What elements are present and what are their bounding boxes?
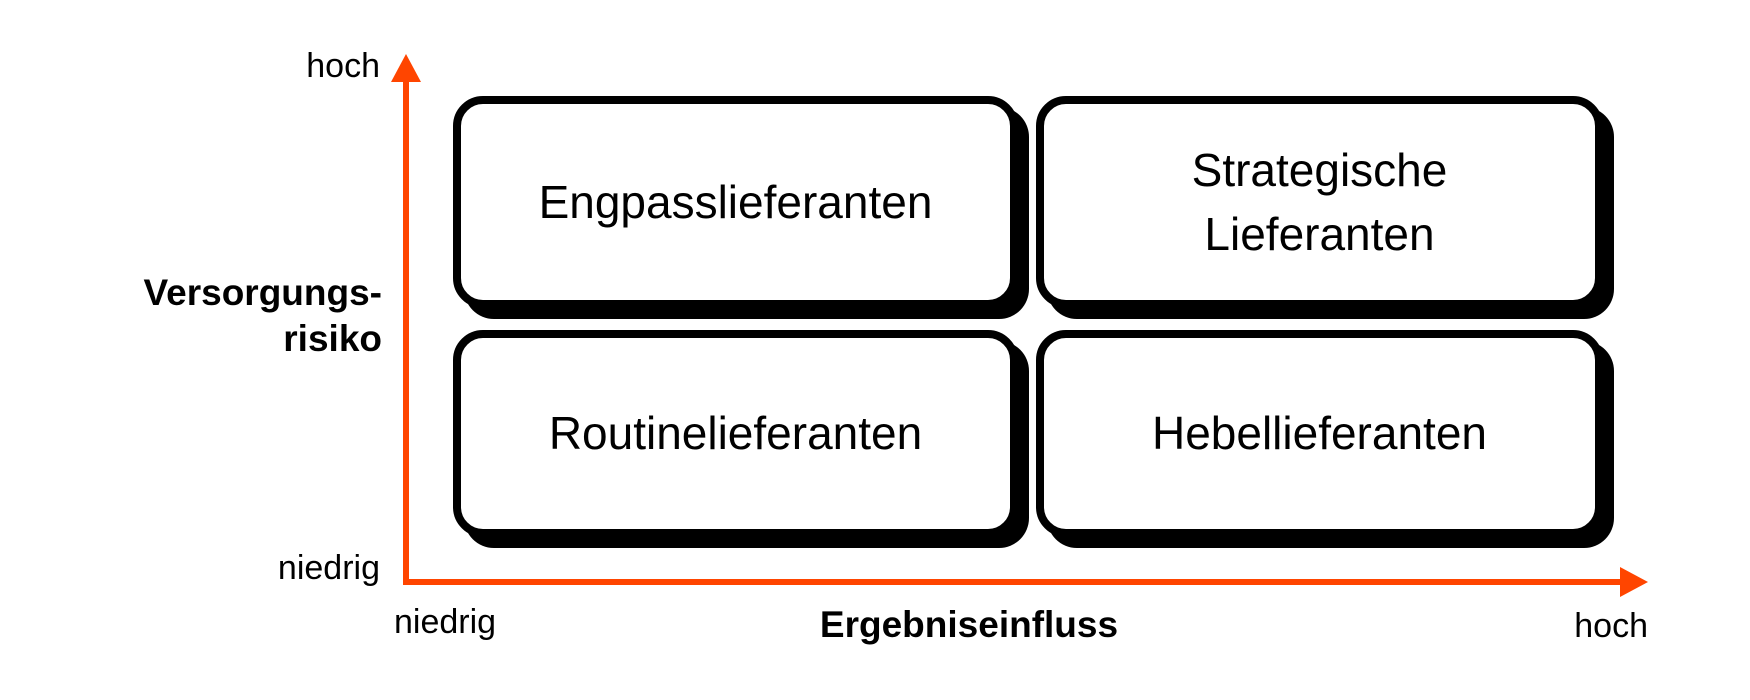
x-axis-max-label: hoch — [1574, 607, 1648, 645]
y-axis-max-label: hoch — [306, 47, 380, 85]
quadrant-strategic-suppliers: Strategische Lieferanten — [1036, 96, 1603, 308]
x-axis-line — [403, 579, 1624, 585]
y-axis-arrowhead-icon — [391, 54, 421, 82]
quadrant-bottleneck-suppliers: Engpasslieferanten — [453, 96, 1018, 308]
y-axis-title: Versorgungs- risiko — [80, 270, 383, 362]
y-axis-title-line2: risiko — [283, 318, 382, 359]
quadrant-label: Engpasslieferanten — [538, 175, 933, 228]
y-axis-min-label: niedrig — [277, 549, 380, 587]
quadrant-leverage-suppliers: Hebellieferanten — [1036, 330, 1603, 537]
quadrant-label: Hebellieferanten — [1151, 407, 1487, 460]
y-axis-title-line1: Versorgungs- — [143, 272, 383, 313]
quadrant-routine-suppliers: Routinelieferanten — [453, 330, 1018, 537]
y-axis-line — [403, 78, 409, 585]
quadrant-label: Strategische Lieferanten — [1191, 143, 1448, 260]
x-axis-title: Ergebniseinfluss — [819, 604, 1119, 645]
quadrant-label: Routinelieferanten — [548, 407, 923, 460]
x-axis-arrowhead-icon — [1620, 567, 1648, 597]
x-axis-min-label: niedrig — [394, 603, 497, 641]
